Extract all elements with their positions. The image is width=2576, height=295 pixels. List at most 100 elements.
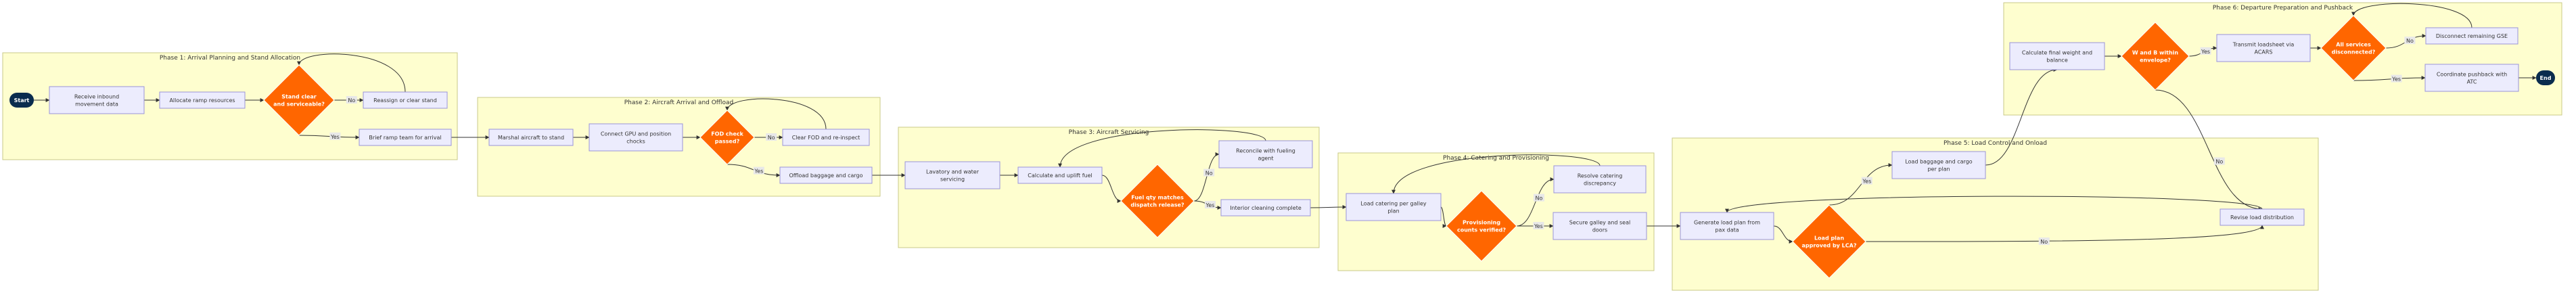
edge-label: Yes	[1533, 222, 1544, 229]
process-box	[779, 166, 873, 184]
edge-label-text: Yes	[1534, 223, 1543, 229]
decision-diamond	[2320, 15, 2387, 81]
node-calc-fuel[interactable]: Calculate and uplift fuel	[1017, 166, 1103, 184]
node-label-line: approved by LCA?	[1802, 243, 1857, 249]
edge-label-background	[1534, 194, 1544, 202]
decision-diamond	[1446, 190, 1517, 262]
node-label-line: Fuel qty matches	[1131, 195, 1184, 201]
node-brief[interactable]: Brief ramp team for arrival	[359, 129, 452, 146]
node-label-line: Coordinate pushback with	[2437, 72, 2507, 78]
edge-label-text: No	[1205, 171, 1213, 177]
edge-label-text: Yes	[1205, 202, 1215, 208]
node-label-line: chocks	[626, 139, 645, 145]
edge-label-background	[2213, 157, 2225, 165]
edge-label-background	[346, 96, 357, 104]
node-label-line: Reassign or clear stand	[373, 97, 437, 104]
node-offload[interactable]: Offload baggage and cargo	[779, 166, 873, 184]
node-label-line: Resolve catering	[1578, 173, 1623, 179]
process-box	[488, 129, 574, 146]
edge-label-text: No	[2215, 159, 2223, 165]
edge-label-text: No	[2406, 38, 2414, 44]
phase-p5: Phase 5: Load Control and Onload	[1672, 137, 2319, 291]
node-label-line: FOD check	[711, 131, 743, 137]
node-disconnect[interactable]: Disconnect remaining GSE	[2425, 27, 2518, 45]
decision-diamond	[263, 64, 335, 136]
edge-revise-to-gen_load	[1725, 196, 2263, 213]
node-revise[interactable]: Revise load distribution	[2220, 208, 2305, 226]
node-label-line: End	[2540, 75, 2552, 81]
process-box	[2425, 27, 2518, 45]
edge-label-background	[1205, 201, 1216, 208]
node-reassign[interactable]: Reassign or clear stand	[363, 91, 448, 109]
edge-label: No	[2213, 157, 2225, 165]
node-interior[interactable]: Interior cleaning complete	[1220, 199, 1311, 217]
node-label-line: discrepancy	[1584, 181, 1616, 187]
edge-label-background	[2404, 37, 2416, 45]
process-box	[1552, 212, 1647, 240]
process-box	[2009, 42, 2105, 70]
process-box	[1218, 140, 1313, 168]
node-end[interactable]: End	[2536, 70, 2555, 85]
node-label-line: Start	[14, 97, 30, 104]
node-start[interactable]: Start	[9, 93, 34, 108]
edge-label-text: No	[348, 97, 355, 104]
node-label-line: dispatch release?	[1130, 202, 1184, 208]
edge-resolve_catering-to-load_catering	[1392, 154, 1601, 194]
edge-label: Yes	[2200, 47, 2211, 55]
process-box	[1553, 165, 1647, 194]
edge-label: No	[1203, 168, 1215, 177]
node-clear-fod[interactable]: Clear FOD and re-inspect	[782, 129, 870, 146]
node-resolve-catering[interactable]: Resolve catering discrepancy	[1553, 165, 1647, 194]
node-allocate[interactable]: Allocate ramp resources	[159, 91, 246, 109]
edge-label: No	[2404, 37, 2416, 45]
node-label-line: per plan	[1927, 166, 1950, 173]
edge-label-background	[1203, 168, 1215, 177]
edge-gen_load-to-load_approved	[1773, 225, 1793, 244]
node-marshal[interactable]: Marshal aircraft to stand	[488, 129, 574, 146]
node-fod[interactable]: FOD check passed?	[699, 110, 755, 165]
edge-stand_clear-to-brief	[298, 135, 360, 139]
node-label-line: Load catering per galley	[1360, 201, 1426, 207]
node-label-line: W and B within	[2132, 50, 2178, 56]
node-label-line: Generate load plan from	[1694, 220, 1760, 226]
node-label-line: Lavatory and water	[926, 169, 980, 175]
process-box	[1017, 166, 1103, 184]
process-box	[589, 123, 683, 152]
process-box	[1680, 212, 1774, 240]
node-label-line: Load plan	[1814, 235, 1844, 242]
edge-reassign-to-stand_clear	[297, 53, 406, 93]
node-label-line: Provisioning	[1463, 220, 1500, 226]
edge-label-text: No	[2040, 239, 2048, 245]
edge-label-background	[2391, 74, 2402, 83]
edge-label-background	[753, 166, 764, 175]
edge-label: No	[766, 133, 777, 141]
edge-label: No	[1534, 194, 1544, 202]
process-box	[359, 129, 452, 146]
terminal-pill	[2536, 70, 2555, 85]
node-lavatory[interactable]: Lavatory and water servicing	[904, 161, 1001, 189]
process-box	[49, 86, 145, 114]
node-label-line: Revise load distribution	[2230, 214, 2294, 221]
node-label-line: passed?	[715, 139, 740, 145]
edge-load_approved-to-load_bags	[1828, 163, 1893, 206]
node-label-line: pax data	[1715, 227, 1739, 233]
node-label-line: servicing	[940, 177, 965, 183]
